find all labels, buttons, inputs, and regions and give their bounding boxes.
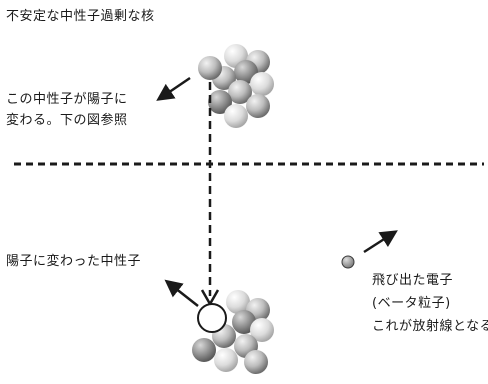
proton-pointer-arrow	[164, 279, 199, 307]
upper-nucleus	[198, 44, 274, 128]
nucleon	[250, 318, 274, 342]
diagram-title: 不安定な中性子過剰な核	[6, 9, 155, 24]
caption-line: 飛び出た電子	[372, 273, 454, 288]
nucleon	[192, 338, 216, 362]
new-proton	[197, 303, 227, 333]
upper-nucleus-caption: この中性子が陽子に 変わる。下の図参照	[6, 89, 128, 131]
nucleon	[208, 90, 232, 114]
neutron-pointer-arrow	[156, 76, 191, 101]
caption-line: これが放射線となる	[372, 319, 488, 334]
nucleon	[214, 348, 238, 372]
nucleon	[246, 94, 270, 118]
electron-direction-arrow	[363, 230, 398, 254]
nucleon	[232, 310, 256, 334]
caption-line: 変わる。下の図参照	[6, 113, 128, 128]
electron-particle	[341, 255, 355, 269]
nucleon	[224, 104, 248, 128]
nucleon	[250, 72, 274, 96]
lower-nucleus-caption: 陽子に変わった中性子	[6, 254, 142, 269]
nucleon	[228, 80, 252, 104]
nucleon	[226, 290, 250, 314]
caption-line: この中性子が陽子に	[6, 92, 128, 107]
highlighted-neutron	[198, 56, 222, 80]
lower-nucleus	[192, 290, 274, 374]
caption-line: (ベータ粒子)	[372, 296, 451, 311]
electron-caption: 飛び出た電子 (ベータ粒子) これが放射線となる	[372, 269, 488, 338]
nucleon	[244, 350, 268, 374]
